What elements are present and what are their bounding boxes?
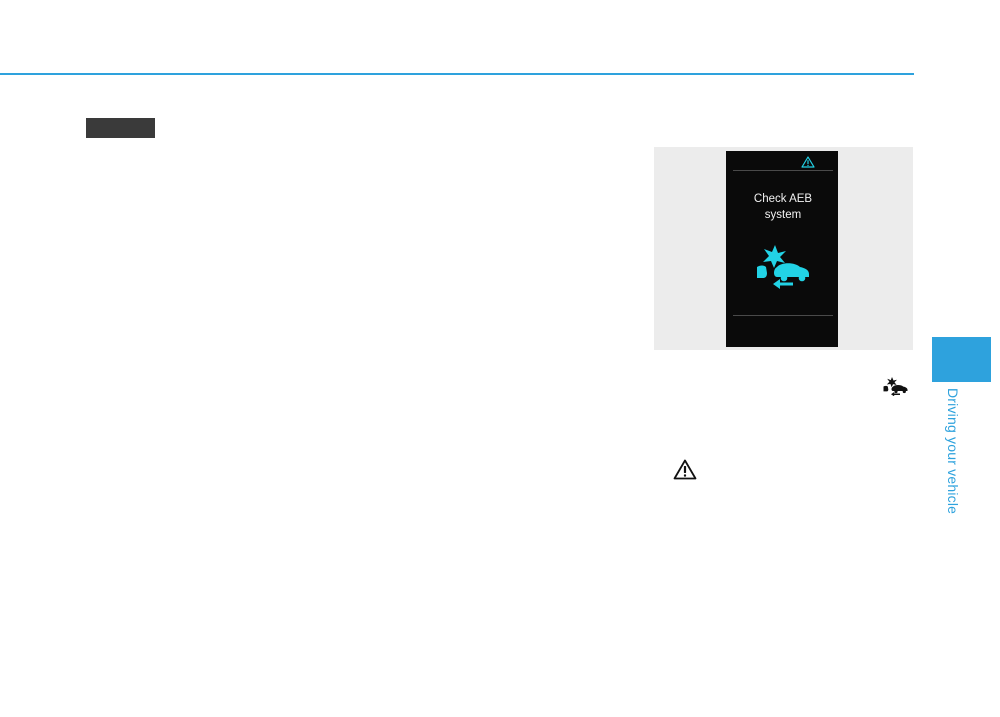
cluster-message-line-2: system: [764, 209, 802, 221]
instrument-cluster-display: [726, 151, 838, 347]
aeb-forward-collision-icon: [757, 245, 809, 289]
chapter-title: Driving your vehicle: [945, 388, 961, 515]
chapter-tab: [932, 337, 991, 382]
cluster-bottom-divider: [733, 315, 833, 316]
section-label-tag: [86, 118, 155, 138]
cluster-top-divider: [733, 170, 833, 171]
aeb-forward-collision-icon: [883, 377, 908, 396]
warning-triangle-icon: [801, 156, 815, 168]
header-rule: [0, 73, 914, 75]
caution-triangle-icon: [673, 459, 697, 480]
cluster-message-line-1: Check AEB: [753, 193, 813, 205]
cluster-warning-message: Check AEB system: [733, 191, 833, 223]
